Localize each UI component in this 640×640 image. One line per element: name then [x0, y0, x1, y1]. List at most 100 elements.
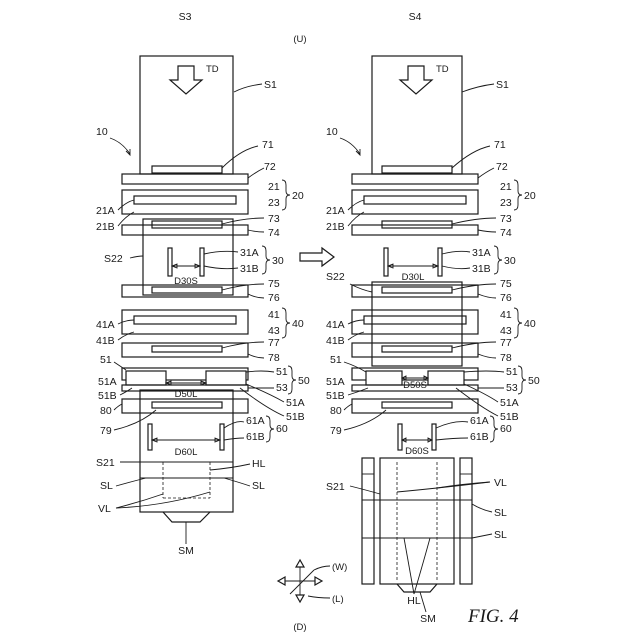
right-label-21a: 21A	[326, 205, 345, 217]
left-label-s22: S22	[104, 253, 123, 265]
right-s21-leader	[350, 486, 380, 494]
right-part-71	[382, 166, 452, 173]
left-label-41b: 41B	[96, 335, 115, 347]
right-label-30: 30	[504, 255, 516, 267]
right-plate-78	[352, 343, 478, 357]
right-sl-1-leader	[472, 504, 492, 512]
left-hl-leader	[210, 464, 250, 470]
right-label-s1: S1	[496, 79, 509, 91]
right-label-61b: 61B	[470, 431, 489, 443]
left-label-vl: VL	[98, 503, 111, 515]
left-plate-72	[122, 174, 248, 184]
right-label-72: 72	[496, 161, 508, 173]
left-label-21b: 21B	[96, 221, 115, 233]
left-block-51a-left	[126, 371, 166, 385]
right-label-51-right: 51	[506, 366, 518, 378]
orientation-cross: (W) (L) (D)	[278, 560, 347, 633]
right-20-brace-icon	[514, 180, 522, 210]
left-label-23: 23	[268, 197, 280, 209]
right-label-53: 53	[506, 382, 518, 394]
right-s21-side-right	[460, 458, 472, 584]
left-label-71: 71	[262, 139, 274, 151]
left-61a-leader	[224, 422, 244, 428]
right-td-label: TD	[436, 64, 449, 75]
left-61b-leader	[224, 438, 244, 440]
left-60-brace-icon	[266, 416, 274, 442]
right-76-leader	[478, 294, 496, 298]
left-label-10: 10	[96, 126, 108, 138]
right-part-75	[382, 287, 452, 293]
right-label-50: 50	[528, 375, 540, 387]
left-72-leader	[248, 168, 264, 178]
orientation-left-arrow-icon	[278, 577, 285, 585]
left-gap-d50l: D50L	[175, 389, 198, 400]
left-label-80: 80	[100, 405, 112, 417]
left-sm-notch	[163, 512, 210, 522]
right-51-right-leader	[464, 371, 504, 372]
right-61a-leader	[436, 422, 468, 428]
left-label-51b-left: 51B	[98, 390, 117, 402]
orientation-length-label: (L)	[332, 594, 344, 605]
right-label-76: 76	[500, 292, 512, 304]
right-label-31b: 31B	[472, 263, 491, 275]
left-label-51a-left: 51A	[98, 376, 117, 388]
left-label-sl-right: SL	[252, 480, 265, 492]
right-label-hl: HL	[407, 595, 421, 607]
left-label-61b: 61B	[246, 431, 265, 443]
right-10-arrow-icon	[340, 138, 360, 155]
orientation-down-arrow-icon	[296, 595, 304, 602]
left-assembly: TD D30S D50L	[122, 56, 248, 522]
right-label-51-left: 51	[330, 354, 342, 366]
right-label-51b-right: 51B	[500, 411, 519, 423]
right-label-51a-right: 51A	[500, 397, 519, 409]
transition-arrow-icon	[300, 248, 334, 266]
right-label-10: 10	[326, 126, 338, 138]
right-label-60: 60	[500, 423, 512, 435]
right-label-74: 74	[500, 227, 512, 239]
orientation-up-label: (U)	[293, 34, 306, 45]
right-hl-leader-2	[414, 538, 430, 594]
left-78-leader	[248, 354, 264, 358]
right-label-73: 73	[500, 213, 512, 225]
right-gap-d30l: D30L	[402, 272, 425, 283]
right-sm-leader	[420, 592, 426, 612]
right-74-leader	[478, 230, 496, 232]
left-label-51a-right: 51A	[286, 397, 305, 409]
left-s1-box	[140, 56, 233, 174]
orientation-l-leader	[308, 596, 330, 598]
right-label-sm: SM	[420, 613, 436, 625]
left-plate-23	[134, 196, 236, 204]
left-label-21: 21	[268, 181, 280, 193]
left-label-72: 72	[264, 161, 276, 173]
left-80-leader	[114, 404, 122, 410]
orientation-diagonal-line	[290, 570, 314, 594]
right-label-sl-1: SL	[494, 507, 507, 519]
right-label-21: 21	[500, 181, 512, 193]
right-plate-43	[364, 316, 466, 324]
right-label-31a: 31A	[472, 247, 491, 259]
left-pin-61a	[148, 424, 152, 450]
left-41b-leader	[118, 332, 134, 340]
left-label-78: 78	[268, 352, 280, 364]
left-label-s1: S1	[264, 79, 277, 91]
right-s21-side-left	[362, 458, 374, 584]
left-label-hl: HL	[252, 458, 266, 470]
left-label-79: 79	[100, 425, 112, 437]
left-label-51b-right: 51B	[286, 411, 305, 423]
left-sl-right-leader	[224, 478, 250, 486]
left-plate-80	[122, 399, 248, 413]
right-plate-72	[352, 174, 478, 184]
right-label-75: 75	[500, 278, 512, 290]
left-label-60: 60	[276, 423, 288, 435]
left-label-40: 40	[292, 318, 304, 330]
left-gap-d60l: D60L	[175, 447, 198, 458]
left-20-brace-icon	[282, 180, 290, 210]
right-label-71: 71	[494, 139, 506, 151]
right-plate-41	[352, 310, 478, 334]
left-51-left-leader	[114, 362, 126, 370]
right-assembly: TD D30L D50S D60S	[352, 56, 478, 592]
left-s1-leader	[234, 84, 262, 92]
left-label-s21: S21	[96, 457, 115, 469]
left-21a-leader	[118, 200, 134, 210]
left-label-75: 75	[268, 278, 280, 290]
